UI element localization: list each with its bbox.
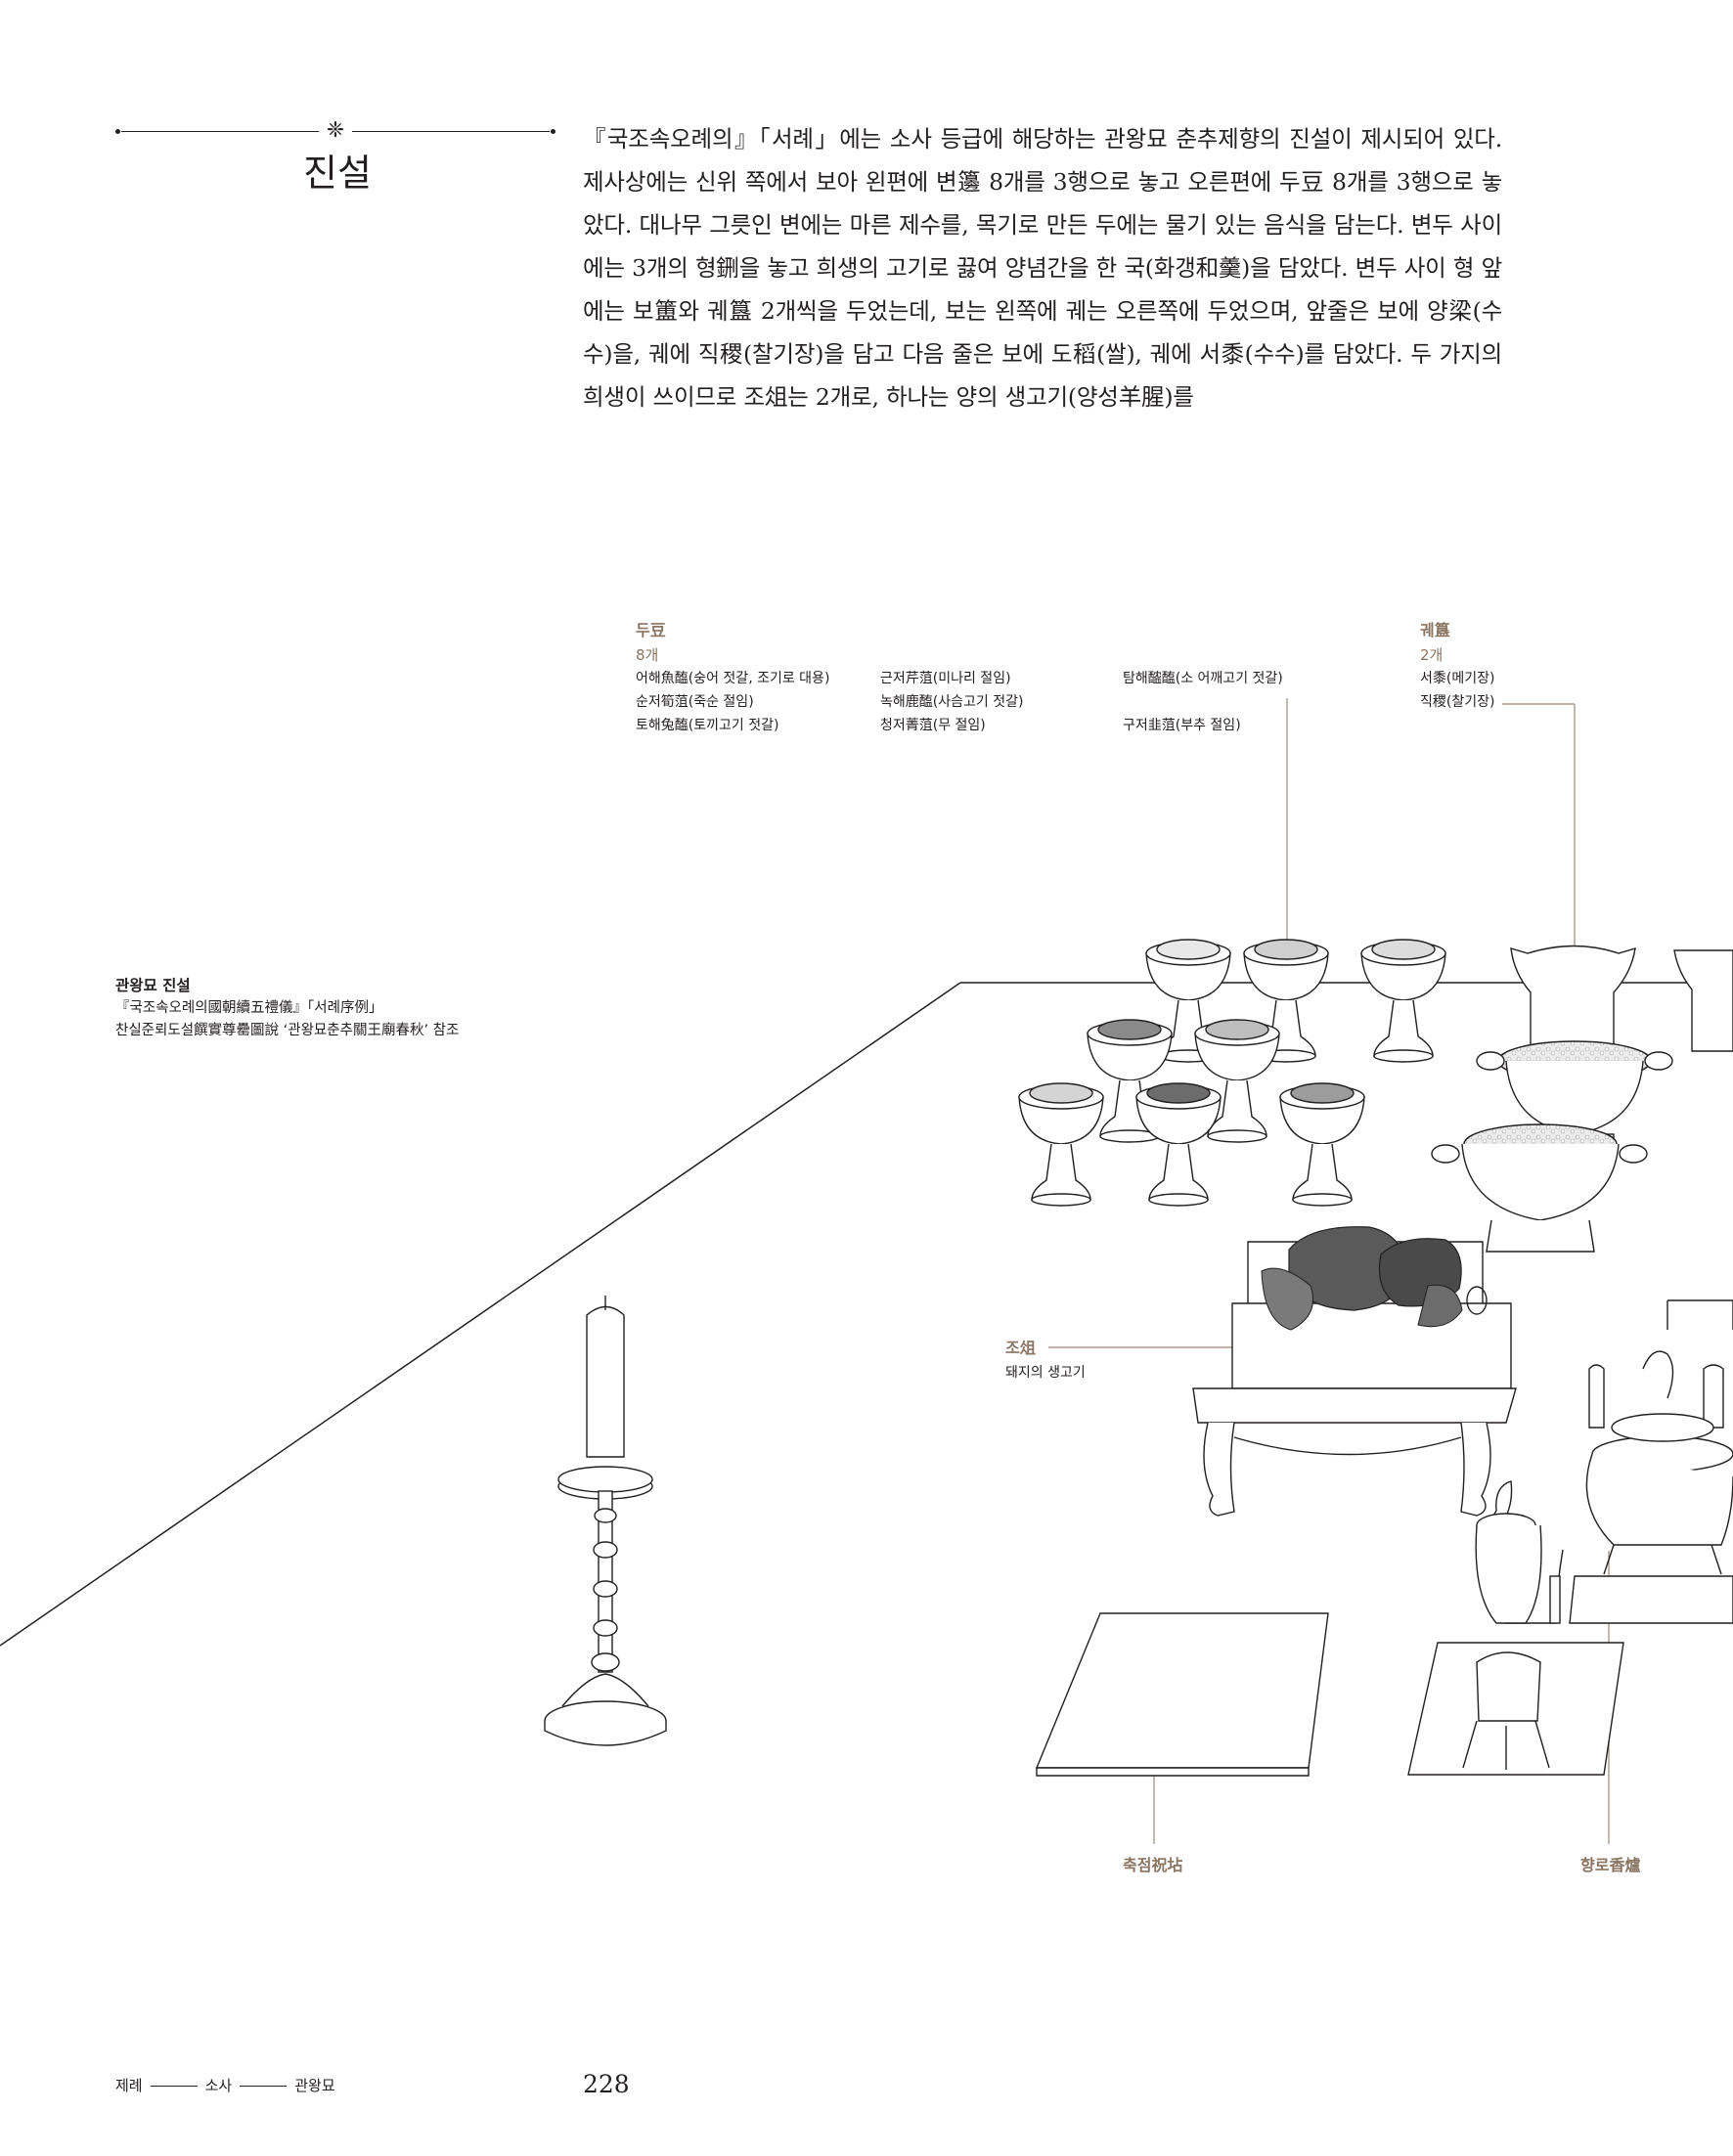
label-du-title: 두豆 xyxy=(636,621,666,639)
hyeong-vessel-partial xyxy=(1673,949,1733,1052)
ornament-rule-left xyxy=(121,131,319,132)
figure-caption: 관왕묘 진설 『국조속오례의國朝續五禮儀』「서례序例」 찬실준뢰도설饌實尊罍圖說… xyxy=(115,974,459,1042)
du-vessel xyxy=(1360,939,1446,1063)
du-vessel xyxy=(1145,939,1231,1063)
candlestick xyxy=(544,1296,667,1746)
table-edge-line xyxy=(0,982,961,1647)
du-vessel xyxy=(1087,1019,1173,1143)
body-paragraph: 『국조속오례의』「서례」에는 소사 등급에 해당하는 관왕묘 춘추제향의 진설이… xyxy=(583,117,1502,418)
gwe-vessel-front xyxy=(1431,1123,1648,1253)
label-du: 두豆 8개 xyxy=(636,618,666,667)
label-jo-desc: 돼지의 생고기 xyxy=(1005,1365,1086,1381)
caption-source: 『국조속오례의國朝續五禮儀』「서례序例」 xyxy=(115,1000,383,1016)
chukjeom-stand xyxy=(1035,1612,1329,1777)
label-du-count: 8개 xyxy=(636,646,659,664)
ornament-icon: ❈ xyxy=(326,118,345,143)
label-chukjeom: 축점祝坫 xyxy=(1123,1856,1183,1874)
label-du-item: 녹해鹿醢(사슴고기 젓갈) xyxy=(880,694,1024,710)
label-hyangno: 향로香爐 xyxy=(1580,1856,1641,1874)
ornament-dot-right xyxy=(551,129,555,134)
hyangno-stand xyxy=(1549,1299,1733,1624)
body-paragraph-text: 『국조속오례의』「서례」에는 소사 등급에 해당하는 관왕묘 춘추제향의 진설이… xyxy=(583,125,1502,411)
section-title: 진설 xyxy=(303,152,372,195)
ornament-dot-left xyxy=(115,129,120,134)
du-vessel xyxy=(1135,1082,1222,1207)
label-gwe-item: 서黍(메기장) xyxy=(1420,671,1495,686)
label-du-col3: 탐해醓醢(소 어깨고기 젓갈) 구저韭菹(부추 절임) xyxy=(1123,667,1283,737)
footer-separator xyxy=(150,2085,198,2087)
footer-crumb: 관왕묘 xyxy=(294,2077,335,2094)
du-vessel xyxy=(1279,1082,1365,1207)
label-du-col2: 근저芹菹(미나리 절임) 녹해鹿醢(사슴고기 젓갈) 청저菁菹(무 절임) xyxy=(880,667,1023,737)
caption-reference: 찬실준뢰도설饌實尊罍圖說 ‘관왕묘춘추關王廟春秋’ 참조 xyxy=(115,1023,460,1038)
label-gwe-count: 2개 xyxy=(1420,646,1444,664)
footer-crumb: 소사 xyxy=(204,2077,233,2094)
label-gwe: 궤簋 2개 서黍(메기장) 직稷(찰기장) xyxy=(1420,618,1494,714)
label-jo: 조俎 돼지의 생고기 xyxy=(1005,1336,1086,1385)
incense-burner xyxy=(1407,1480,1624,1776)
label-du-item: 순저筍菹(죽순 절임) xyxy=(636,694,754,710)
ornament-rule-right xyxy=(352,131,550,132)
footer-breadcrumb: 제례 소사 관왕묘 xyxy=(115,2074,335,2097)
du-vessel xyxy=(1018,1082,1104,1207)
page-number: 228 xyxy=(583,2070,630,2098)
footer-crumb: 제례 xyxy=(115,2077,143,2094)
caption-title: 관왕묘 진설 xyxy=(115,977,191,994)
label-du-item: 어해魚醢(숭어 젓갈, 조기로 대용) xyxy=(636,671,830,686)
label-gwe-item: 직稷(찰기장) xyxy=(1420,694,1495,710)
label-du-item: 근저芹菹(미나리 절임) xyxy=(880,671,1011,686)
label-du-item: 청저菁菹(무 절임) xyxy=(880,718,986,733)
label-jo-title: 조俎 xyxy=(1005,1339,1036,1357)
pork-pieces xyxy=(1261,1226,1463,1331)
label-du-col1: 어해魚醢(숭어 젓갈, 조기로 대용) 순저筍菹(죽순 절임) 토해兔醢(토끼고… xyxy=(636,667,829,737)
du-vessel xyxy=(1194,1019,1280,1143)
label-du-item: 토해兔醢(토끼고기 젓갈) xyxy=(636,718,779,733)
label-du-item: 구저韭菹(부추 절임) xyxy=(1123,718,1241,733)
footer-separator xyxy=(240,2085,288,2087)
label-du-item: 탐해醓醢(소 어깨고기 젓갈) xyxy=(1123,671,1283,686)
label-gwe-title: 궤簋 xyxy=(1420,621,1450,639)
